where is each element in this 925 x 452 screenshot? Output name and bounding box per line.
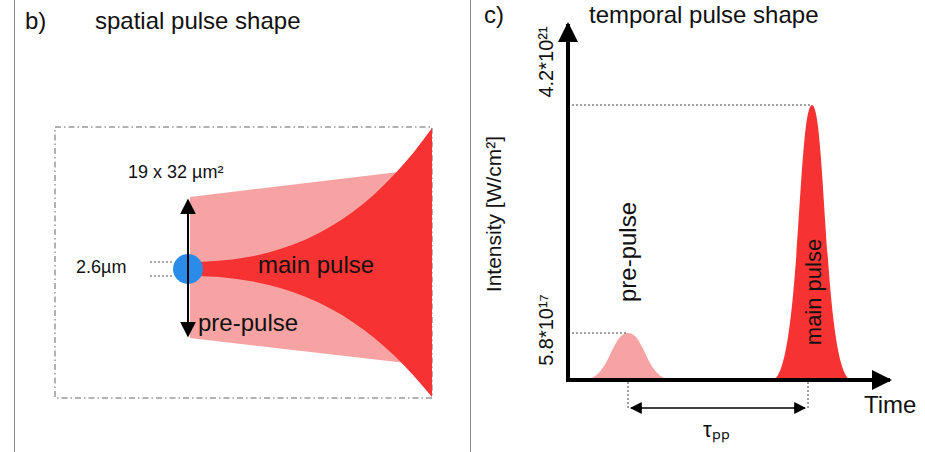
delay-guide — [808, 382, 809, 410]
delay-arrow — [631, 407, 805, 409]
spot-size-label: 19 x 32 µm² — [128, 163, 223, 183]
main-pulse-peak — [772, 105, 852, 380]
figure-panel: b) spatial pulse shape — [14, 0, 470, 452]
delay-guide — [628, 382, 629, 410]
beam-label: main pulse — [258, 252, 374, 278]
panel-letter: b) — [25, 8, 46, 34]
diameter-guide — [150, 262, 174, 263]
spot-size-arrow — [187, 200, 189, 336]
peak-label: main pulse — [802, 239, 826, 345]
pre-pulse-peak — [583, 333, 673, 380]
peak-label: pre-pulse — [615, 202, 641, 302]
y-axis — [566, 24, 570, 381]
panel-letter: c) — [484, 2, 504, 28]
diameter-label: 2.6µm — [76, 258, 126, 278]
beam-label: pre-pulse — [198, 310, 298, 336]
diameter-guide — [150, 276, 174, 277]
delay-label: τₚₚ — [703, 418, 730, 442]
axis-title: Time — [864, 392, 916, 418]
panel-title: temporal pulse shape — [589, 2, 818, 28]
x-axis — [566, 378, 890, 382]
panel-title: spatial pulse shape — [95, 8, 300, 34]
peak-guide — [568, 105, 812, 106]
tick-label: 4.2*10²¹ — [535, 26, 557, 97]
main-pulse-beam — [190, 128, 432, 397]
simulation-box — [55, 127, 432, 398]
peak-guide — [568, 333, 628, 334]
tick-label: 5.8*10¹⁷ — [535, 294, 557, 366]
axis-title: Intensity [W/cm²] — [482, 136, 505, 292]
